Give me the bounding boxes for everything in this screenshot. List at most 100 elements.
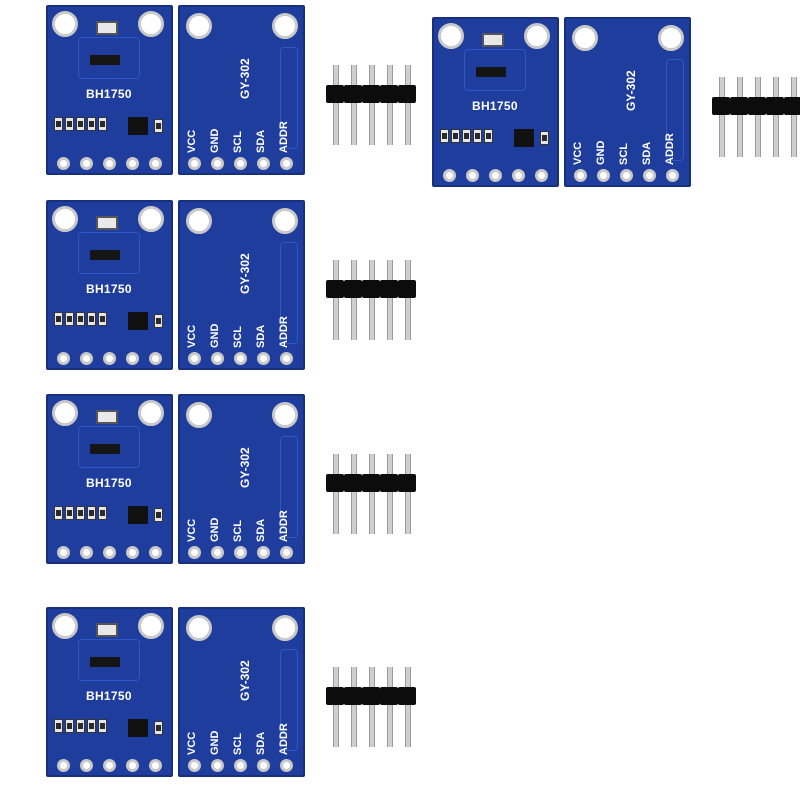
solder-pad: [597, 169, 610, 182]
header-pin: [755, 77, 761, 157]
pin-header: [326, 260, 420, 340]
mounting-hole: [52, 11, 78, 37]
header-pin: [387, 667, 393, 747]
light-sensor-chip: [96, 216, 118, 230]
header-plastic: [398, 85, 416, 103]
header-plastic: [326, 687, 344, 705]
smd-resistor: [76, 719, 85, 733]
header-plastic: [398, 687, 416, 705]
transistor: [128, 506, 148, 524]
regulator-ic: [90, 657, 120, 667]
pin-label: SCL: [232, 131, 244, 153]
header-plastic: [362, 85, 380, 103]
solder-pad: [57, 759, 70, 772]
smd-resistor: [54, 117, 63, 131]
header-pin: [387, 454, 393, 534]
transistor: [514, 129, 534, 147]
solder-pad: [257, 157, 270, 170]
solder-pad: [512, 169, 525, 182]
solder-pad: [234, 759, 247, 772]
mounting-hole: [272, 402, 298, 428]
solder-pad: [234, 352, 247, 365]
solder-pad: [103, 352, 116, 365]
smd-resistor: [76, 117, 85, 131]
smd-resistor: [484, 129, 493, 143]
solder-pad: [211, 352, 224, 365]
header-plastic: [748, 97, 766, 115]
header-plastic: [380, 687, 398, 705]
header-pin: [333, 65, 339, 145]
pin-label: GND: [209, 323, 221, 348]
header-plastic: [326, 280, 344, 298]
smd-resistor: [451, 129, 460, 143]
pin-label: SDA: [641, 141, 653, 165]
smd-resistor: [76, 506, 85, 520]
regulator-ic: [90, 444, 120, 454]
solder-pad: [188, 157, 201, 170]
pcb-trace: [78, 426, 140, 468]
solder-pad: [257, 759, 270, 772]
smd-resistor: [98, 117, 107, 131]
pcb-trace: [78, 232, 140, 274]
smd-resistor: [87, 117, 96, 131]
pcb-trace: [78, 37, 140, 79]
pin-label: VCC: [186, 129, 198, 153]
mounting-hole: [524, 23, 550, 49]
solder-pad: [80, 546, 93, 559]
solder-pad: [103, 546, 116, 559]
header-plastic: [380, 280, 398, 298]
mounting-hole: [186, 13, 212, 39]
header-pin: [351, 260, 357, 340]
solder-pad: [211, 546, 224, 559]
light-sensor-chip: [96, 410, 118, 424]
smd-resistor: [87, 719, 96, 733]
solder-pad: [211, 157, 224, 170]
solder-pad: [234, 157, 247, 170]
model-label: GY-302: [238, 447, 252, 488]
smd-resistor: [98, 312, 107, 326]
mounting-hole: [438, 23, 464, 49]
smd-resistor: [540, 131, 549, 145]
pin-label: ADDR: [278, 316, 290, 348]
smd-resistor: [87, 506, 96, 520]
pcb-trace: [666, 59, 684, 161]
mounting-hole: [186, 615, 212, 641]
header-pin: [333, 260, 339, 340]
header-pin: [369, 65, 375, 145]
solder-pad: [280, 352, 293, 365]
pin-label: ADDR: [664, 133, 676, 165]
solder-pad: [666, 169, 679, 182]
smd-resistor: [54, 506, 63, 520]
smd-resistor: [462, 129, 471, 143]
solder-pad: [126, 546, 139, 559]
header-pin: [333, 454, 339, 534]
header-plastic: [380, 85, 398, 103]
mounting-hole: [52, 206, 78, 232]
mounting-hole: [186, 402, 212, 428]
solder-pad: [535, 169, 548, 182]
pin-label: ADDR: [278, 510, 290, 542]
pin-label: VCC: [186, 518, 198, 542]
solder-pad: [489, 169, 502, 182]
pin-label: ADDR: [278, 723, 290, 755]
smd-resistor: [76, 312, 85, 326]
transistor: [128, 312, 148, 330]
pcb-trace: [280, 47, 298, 149]
pin-header: [712, 77, 800, 157]
light-sensor-chip: [482, 33, 504, 47]
pin-header: [326, 454, 420, 534]
solder-pad: [257, 546, 270, 559]
pcb-trace: [78, 639, 140, 681]
solder-pad: [188, 546, 201, 559]
mounting-hole: [272, 615, 298, 641]
header-pin: [405, 260, 411, 340]
model-label: GY-302: [238, 253, 252, 294]
mounting-hole: [272, 208, 298, 234]
header-pin: [369, 454, 375, 534]
solder-pad: [57, 546, 70, 559]
model-label: GY-302: [238, 660, 252, 701]
solder-pad: [188, 759, 201, 772]
smd-resistor: [65, 117, 74, 131]
